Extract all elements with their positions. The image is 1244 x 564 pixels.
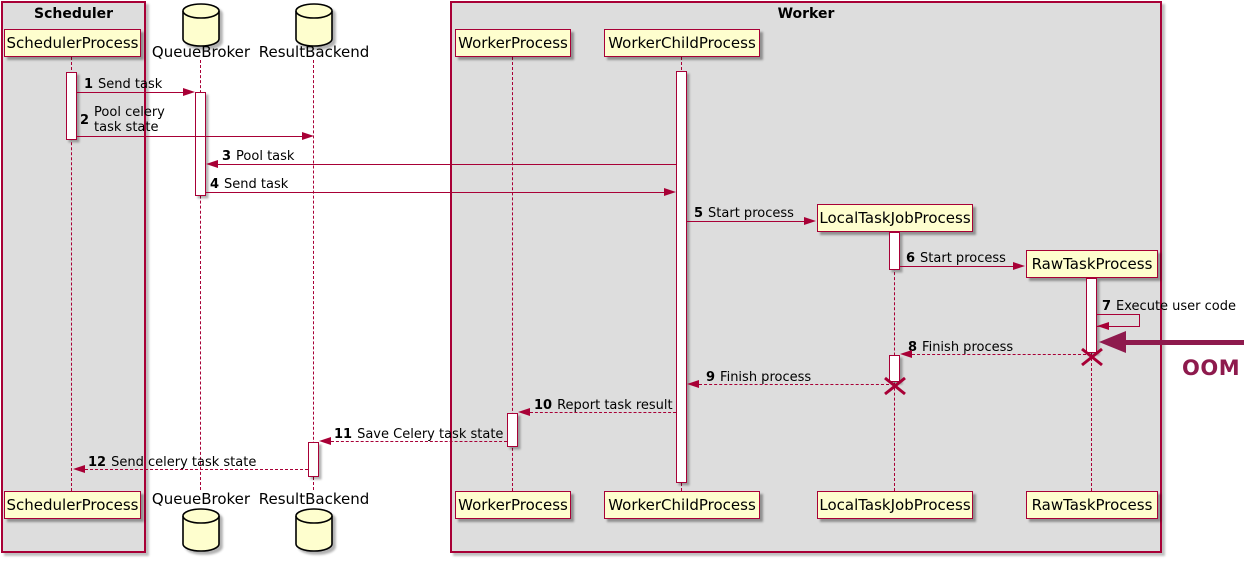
scheduler-frame-title: Scheduler (33, 6, 114, 22)
lifeline-schedulerprocess (71, 57, 72, 491)
activation-localtaskjobprocess-2 (889, 355, 900, 382)
worker-frame-title: Worker (777, 6, 835, 22)
message-6-line (900, 266, 1015, 267)
message-5-line (687, 221, 806, 222)
arrowhead-icon (804, 217, 816, 225)
arrowhead-icon (73, 465, 85, 473)
participant-rawtaskprocess-bottom: RawTaskProcess (1026, 491, 1158, 519)
participant-schedulerprocess-bottom: SchedulerProcess (4, 491, 141, 519)
arrowhead-icon (1013, 262, 1025, 270)
resultbackend-label-top: ResultBackend (258, 43, 370, 61)
arrowhead-icon (1097, 322, 1109, 330)
lifeline-workerprocess (512, 57, 513, 491)
message-9-line (699, 384, 889, 385)
lifeline-queuebroker (200, 60, 201, 490)
message-1-line (77, 92, 185, 93)
message-2-line (77, 136, 302, 137)
database-icon (182, 3, 220, 47)
participant-rawtaskprocess-created: RawTaskProcess (1026, 250, 1158, 278)
participant-workerchildprocess-top: WorkerChildProcess (604, 29, 760, 57)
arrowhead-icon (302, 132, 314, 140)
activation-rawtaskprocess (1086, 278, 1097, 353)
arrowhead-icon (319, 437, 331, 445)
destroy-icon (884, 376, 906, 396)
arrowhead-icon (518, 408, 530, 416)
message-3-line (218, 164, 676, 165)
lifeline-resultbackend (313, 60, 314, 490)
message-7-selfloop (1097, 314, 1140, 327)
queuebroker-label-top: QueueBroker (151, 43, 251, 61)
participant-workerchildprocess-bottom: WorkerChildProcess (604, 491, 760, 519)
activation-workerchildprocess (676, 71, 687, 483)
message-4-line (206, 192, 665, 193)
database-icon (295, 508, 333, 552)
message-12-line (85, 469, 308, 470)
participant-localtaskjobprocess-created: LocalTaskJobProcess (817, 204, 973, 232)
arrowhead-icon (687, 380, 699, 388)
oom-arrowhead-icon (1099, 331, 1126, 353)
message-8-line (912, 354, 1086, 355)
participant-workerprocess-bottom: WorkerProcess (455, 491, 571, 519)
database-icon (295, 3, 333, 47)
queuebroker-label-bottom: QueueBroker (151, 490, 251, 508)
oom-label: OOM (1182, 356, 1241, 380)
oom-arrow-icon (1121, 340, 1244, 345)
message-10-line (530, 412, 676, 413)
activation-schedulerprocess (66, 72, 77, 140)
participant-localtaskjobprocess-bottom: LocalTaskJobProcess (817, 491, 973, 519)
message-11-line (331, 441, 507, 442)
lifeline-rawtaskprocess (1091, 278, 1092, 491)
arrowhead-icon (183, 88, 195, 96)
activation-queuebroker (195, 92, 206, 196)
participant-schedulerprocess-top: SchedulerProcess (4, 29, 141, 57)
arrowhead-icon (664, 188, 676, 196)
participant-workerprocess-top: WorkerProcess (455, 29, 571, 57)
database-icon (182, 508, 220, 552)
resultbackend-label-bottom: ResultBackend (258, 490, 370, 508)
destroy-icon (1081, 347, 1103, 367)
activation-workerprocess (507, 413, 518, 447)
activation-resultbackend (308, 442, 319, 477)
arrowhead-icon (206, 160, 218, 168)
activation-localtaskjobprocess-1 (889, 232, 900, 270)
arrowhead-icon (900, 350, 912, 358)
